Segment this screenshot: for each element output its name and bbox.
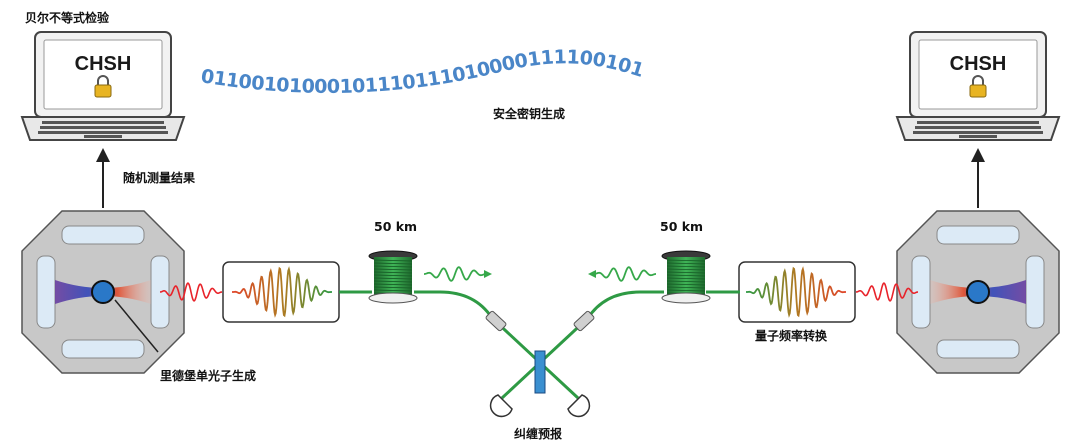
secure-key-label: 安全密钥生成	[493, 106, 565, 121]
fiber-connector-right	[573, 310, 595, 332]
laptop-left: CHSH	[20, 31, 186, 141]
bitstream: 01100101000101110111010000111100101	[199, 46, 646, 98]
fiber-spool-left	[368, 250, 418, 304]
detector-left	[489, 394, 513, 418]
green-arrow-left	[588, 270, 596, 278]
rydberg-chamber-right	[896, 210, 1060, 374]
conversion-box-left	[222, 261, 340, 323]
rydberg-chamber-left	[21, 210, 185, 374]
red-photon-wave-right	[855, 282, 919, 302]
heralding-label: 纠缠预报	[514, 426, 562, 441]
laptop-right: CHSH	[895, 31, 1061, 141]
fiber-length-right: 50 km	[660, 219, 703, 234]
chsh-right-label: CHSH	[950, 53, 1007, 75]
keyboard-icon	[38, 121, 168, 138]
fiber-length-left: 50 km	[374, 219, 417, 234]
bell-test-label: 贝尔不等式检验	[25, 10, 110, 25]
red-photon-wave-left	[159, 282, 223, 302]
lock-icon	[969, 75, 987, 98]
green-arrow-right	[484, 270, 492, 278]
arrow-up-right	[971, 148, 985, 208]
detector-right	[567, 394, 591, 418]
green-photon-wave-left	[423, 266, 487, 282]
arrow-up-left	[96, 148, 110, 208]
freq-conversion-label: 量子频率转换	[755, 328, 828, 343]
lock-icon	[94, 75, 112, 98]
green-photon-wave-right	[593, 266, 657, 282]
beam-splitter	[534, 350, 546, 394]
single-photon-label: 里德堡单光子生成	[160, 368, 256, 383]
random-results-label: 随机测量结果	[123, 170, 195, 185]
pointer-line	[114, 299, 159, 353]
fiber-spool-right	[661, 250, 711, 304]
conversion-box-right	[738, 261, 856, 323]
chsh-left-label: CHSH	[75, 53, 132, 75]
keyboard-icon	[913, 121, 1043, 138]
fiber-connector-left	[485, 310, 507, 332]
